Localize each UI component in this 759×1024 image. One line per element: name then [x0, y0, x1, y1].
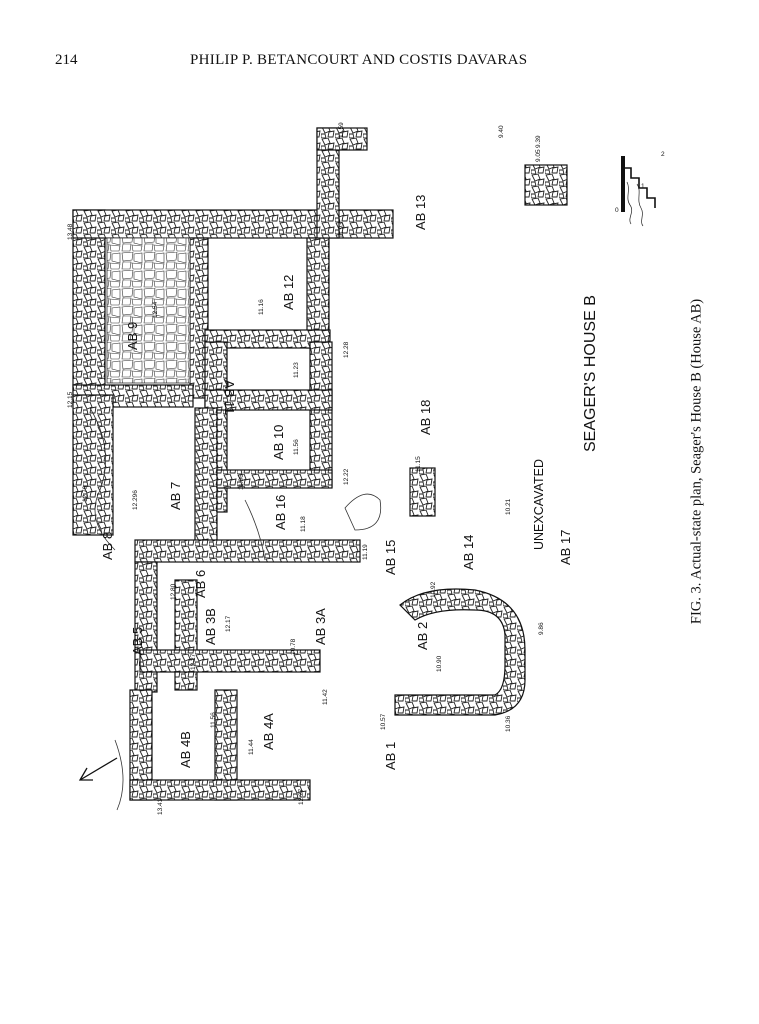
room-label: AB 3B — [203, 608, 218, 645]
site-plan-drawing: AB 1 AB 2 AB 3A AB 3B AB 4A AB 4B AB 5 A… — [67, 122, 665, 815]
elevation-label: 11.56 — [293, 439, 300, 455]
room-label: AB 14 — [461, 535, 476, 570]
room-label: AB 12 — [281, 275, 296, 310]
elevation-label: 12.28 — [343, 341, 350, 358]
elevation-label: 13.41 — [157, 798, 164, 815]
room-label: AB 16 — [273, 495, 288, 530]
room-label: AB 13 — [413, 195, 428, 230]
elevation-label: 11.16 — [258, 299, 265, 315]
running-head: PHILIP P. BETANCOURT AND COSTIS DAVARAS — [190, 52, 528, 68]
scale-label: 1 — [641, 183, 645, 190]
room-label: AB 5 — [130, 627, 145, 655]
room-label: AB 17 — [558, 530, 573, 565]
elevation-label: 11.42 — [322, 689, 329, 705]
unexcavated-label: UNEXCAVATED — [532, 459, 546, 550]
elevation-label: 12.296 — [132, 490, 139, 510]
elevation-label: 9.86 — [538, 622, 545, 635]
elevation-label: 12.27 — [190, 653, 197, 670]
elevation-label: 11.59 — [338, 122, 345, 138]
room-label: AB 7 — [168, 482, 183, 510]
room-label: AB 10 — [271, 425, 286, 460]
room-label: AB 4B — [178, 731, 193, 768]
site-plan-figure: AB 1 AB 2 AB 3A AB 3B AB 4A AB 4B AB 5 A… — [55, 90, 715, 880]
elevation-label: 12.54 — [152, 301, 159, 318]
elevation-label: 12.80 — [170, 583, 177, 600]
elevation-label: 12.22 — [343, 468, 350, 485]
room-label: AB 18 — [418, 400, 433, 435]
figure-caption: FIG. 3. Actual-state plan, Seager's Hous… — [688, 298, 705, 625]
elevation-label: 11.18 — [300, 516, 307, 532]
wall-outlines — [72, 127, 568, 801]
paved-floor-ab9 — [106, 237, 191, 384]
draftsman-signature — [626, 181, 644, 227]
elevation-label: 11.44 — [248, 739, 255, 755]
elevation-label: 13.48 — [67, 223, 74, 240]
elevation-label: 10.36 — [505, 715, 512, 732]
room-label: AB 9 — [125, 322, 140, 350]
elevation-label: 10.90 — [436, 655, 443, 672]
elevation-label: 10.21 — [505, 498, 512, 515]
elevation-label: 11.96 — [238, 474, 245, 490]
elevation-label: 12.15 — [67, 391, 74, 408]
room-label: AB 3A — [313, 608, 328, 645]
elevation-label: 11.56 — [210, 712, 217, 728]
scale-bar — [621, 156, 656, 212]
room-label: AB 1 — [383, 742, 398, 770]
elevation-label: 9.05 — [535, 149, 542, 162]
scale-label: 2 — [661, 151, 665, 158]
elevation-label: 12.17 — [225, 615, 232, 632]
elevation-label: 11.15 — [415, 456, 422, 472]
elevation-label: 10.92 — [430, 581, 437, 598]
elevation-label: 12.70 — [82, 485, 89, 502]
scale-label: 0 — [615, 207, 619, 214]
room-label: AB 15 — [383, 540, 398, 575]
room-label: AB 2 — [415, 622, 430, 650]
terrain-lines — [89, 407, 382, 811]
elevation-label: 11.93 — [338, 222, 345, 238]
room-label: AB 11 — [222, 380, 237, 414]
page-number: 214 — [55, 52, 78, 68]
plan-title: SEAGER'S HOUSE B — [582, 295, 599, 452]
elevation-label: 11.19 — [362, 544, 369, 560]
room-label: AB 8 — [100, 532, 115, 560]
elevation-label: 11.23 — [293, 362, 300, 378]
elevation-label: 9.39 — [535, 135, 542, 148]
north-arrow-icon — [78, 757, 118, 781]
elevation-label: 10.78 — [290, 638, 297, 655]
elevation-label: 9.40 — [498, 125, 505, 138]
elevation-label: 12.27 — [298, 788, 305, 805]
room-label: AB 6 — [193, 570, 208, 598]
room-label: AB 4A — [261, 713, 276, 750]
elevation-label: 10.57 — [380, 713, 387, 730]
